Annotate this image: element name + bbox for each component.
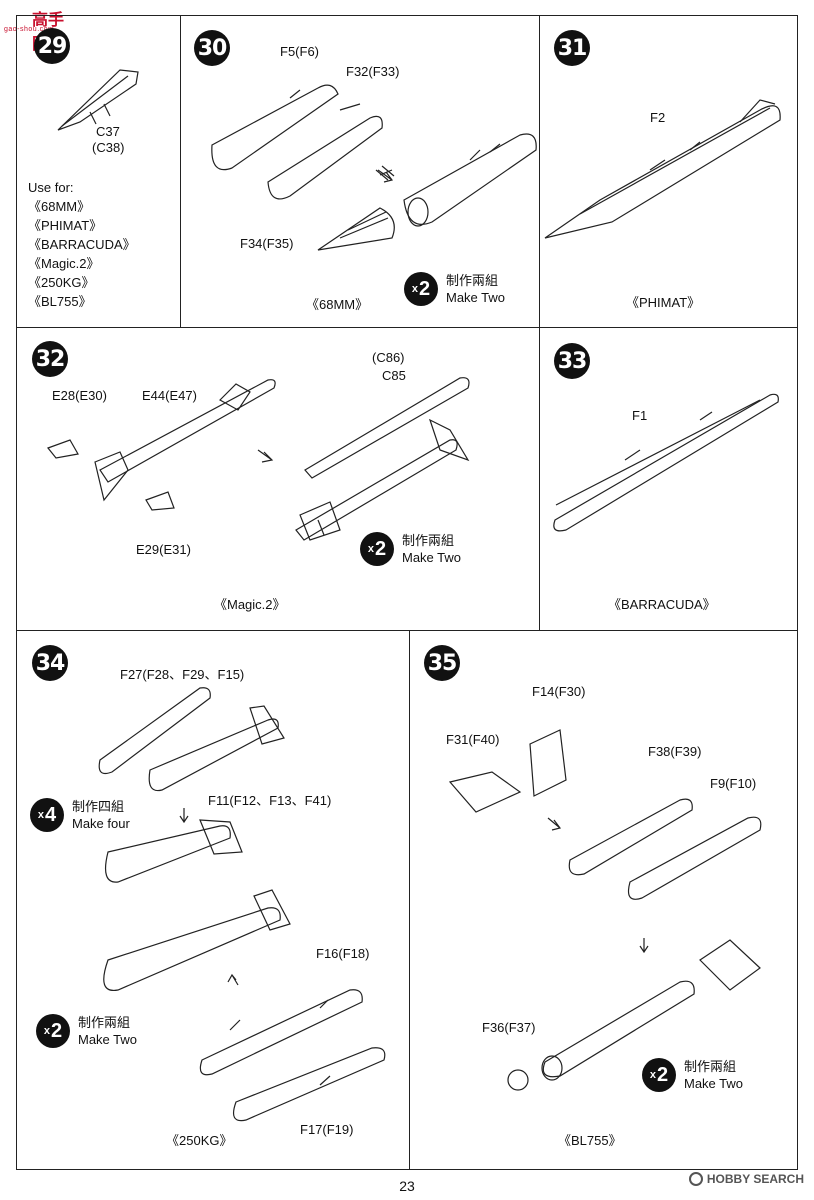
part-label-f9: F9(F10) xyxy=(710,776,757,791)
step-caption: 《PHIMAT》 xyxy=(626,295,701,310)
logo-subtext: gao-shou.com xyxy=(4,26,55,33)
divider xyxy=(16,327,798,328)
part-label-c85: C85 xyxy=(382,368,406,383)
part-label-f34: F34(F35) xyxy=(240,236,294,251)
part-label-f1: F1 xyxy=(632,408,648,423)
multiplier-text: 制作兩組 Make Two xyxy=(684,1059,744,1091)
use-for-item: 《PHIMAT》 xyxy=(28,218,103,233)
part-label-f38: F38(F39) xyxy=(648,744,702,759)
part-label-e29: E29(E31) xyxy=(136,542,191,557)
phimat-pod-drawing xyxy=(544,99,781,239)
multiplier-text: 制作兩組 Make Two xyxy=(446,273,506,305)
part-label-f5: F5(F6) xyxy=(280,44,319,59)
divider xyxy=(16,630,798,631)
multiplier-prefix: x xyxy=(411,283,418,295)
step-caption: 《250KG》 xyxy=(166,1133,233,1148)
step-number-33: 33 xyxy=(554,343,590,379)
part-label-f17: F17(F19) xyxy=(300,1122,354,1137)
page-number: 23 xyxy=(399,1178,415,1194)
step-caption: 《68MM》 xyxy=(306,297,369,312)
multiplier-text: 制作兩組 Make Two xyxy=(78,1015,138,1047)
step-caption: 《Magic.2》 xyxy=(214,597,286,612)
step-number-29: 29 xyxy=(34,28,70,64)
part-label-f11: F11(F12、F13、F41) xyxy=(208,793,332,808)
part-label-c86: (C86) xyxy=(372,350,405,365)
step-caption: 《BL755》 xyxy=(558,1133,622,1148)
hobbysearch-icon xyxy=(688,1172,703,1186)
part-label-c38: (C38) xyxy=(92,140,125,155)
rocket-pod-halves-drawing xyxy=(211,84,537,251)
bl755-bomb-drawing xyxy=(448,729,762,1091)
part-label-f14: F14(F30) xyxy=(532,684,586,699)
multiplier-prefix: x xyxy=(37,809,44,821)
use-for-item: 《250KG》 xyxy=(28,275,95,290)
step-caption: 《BARRACUDA》 xyxy=(608,597,716,612)
part-label-c37: C37 xyxy=(96,124,120,139)
use-for-item: 《BL755》 xyxy=(28,294,92,309)
use-for-item: 《BARRACUDA》 xyxy=(28,237,136,252)
use-for-title: Use for: xyxy=(28,180,74,195)
step-number-31: 31 xyxy=(554,30,590,66)
part-label-f31: F31(F40) xyxy=(446,732,500,747)
multiplier-prefix: x xyxy=(649,1069,656,1081)
part-label-e28: E28(E30) xyxy=(52,388,107,403)
part-label-f32: F32(F33) xyxy=(346,64,400,79)
multiplier-prefix: x xyxy=(43,1025,50,1037)
part-label-e44: E44(E47) xyxy=(142,388,197,403)
multiplier-text: 制作四組 Make four xyxy=(72,799,130,831)
process-arrows xyxy=(179,169,649,986)
multiplier-prefix: x xyxy=(367,543,374,555)
part-label-f16: F16(F18) xyxy=(316,946,370,961)
divider xyxy=(539,15,540,630)
magic2-missile-drawing xyxy=(47,377,470,541)
part-label-f27: F27(F28、F29、F15) xyxy=(120,667,245,682)
watermark: HOBBY SEARCH xyxy=(688,1172,804,1186)
multiplier-text: 制作兩組 Make Two xyxy=(402,533,462,565)
barracuda-pod-drawing xyxy=(553,393,779,532)
step-number-34: 34 xyxy=(32,645,68,681)
part-label-f36: F36(F37) xyxy=(482,1020,536,1035)
use-for-item: 《68MM》 xyxy=(28,199,91,214)
pylon-part-drawing xyxy=(57,69,139,131)
use-for-item: 《Magic.2》 xyxy=(28,256,100,271)
instruction-frame xyxy=(16,15,798,1170)
250kg-bombs-drawing xyxy=(98,687,386,1122)
step-number-35: 35 xyxy=(424,645,460,681)
part-label-f2: F2 xyxy=(650,110,666,125)
step-number-32: 32 xyxy=(32,341,68,377)
watermark-text: HOBBY SEARCH xyxy=(706,1172,804,1186)
step-number-30: 30 xyxy=(194,30,230,66)
use-for-list: Use for: 《68MM》 《PHIMAT》 《BARRACUDA》 《Ma… xyxy=(28,178,136,311)
divider xyxy=(180,15,181,327)
divider xyxy=(409,630,410,1170)
